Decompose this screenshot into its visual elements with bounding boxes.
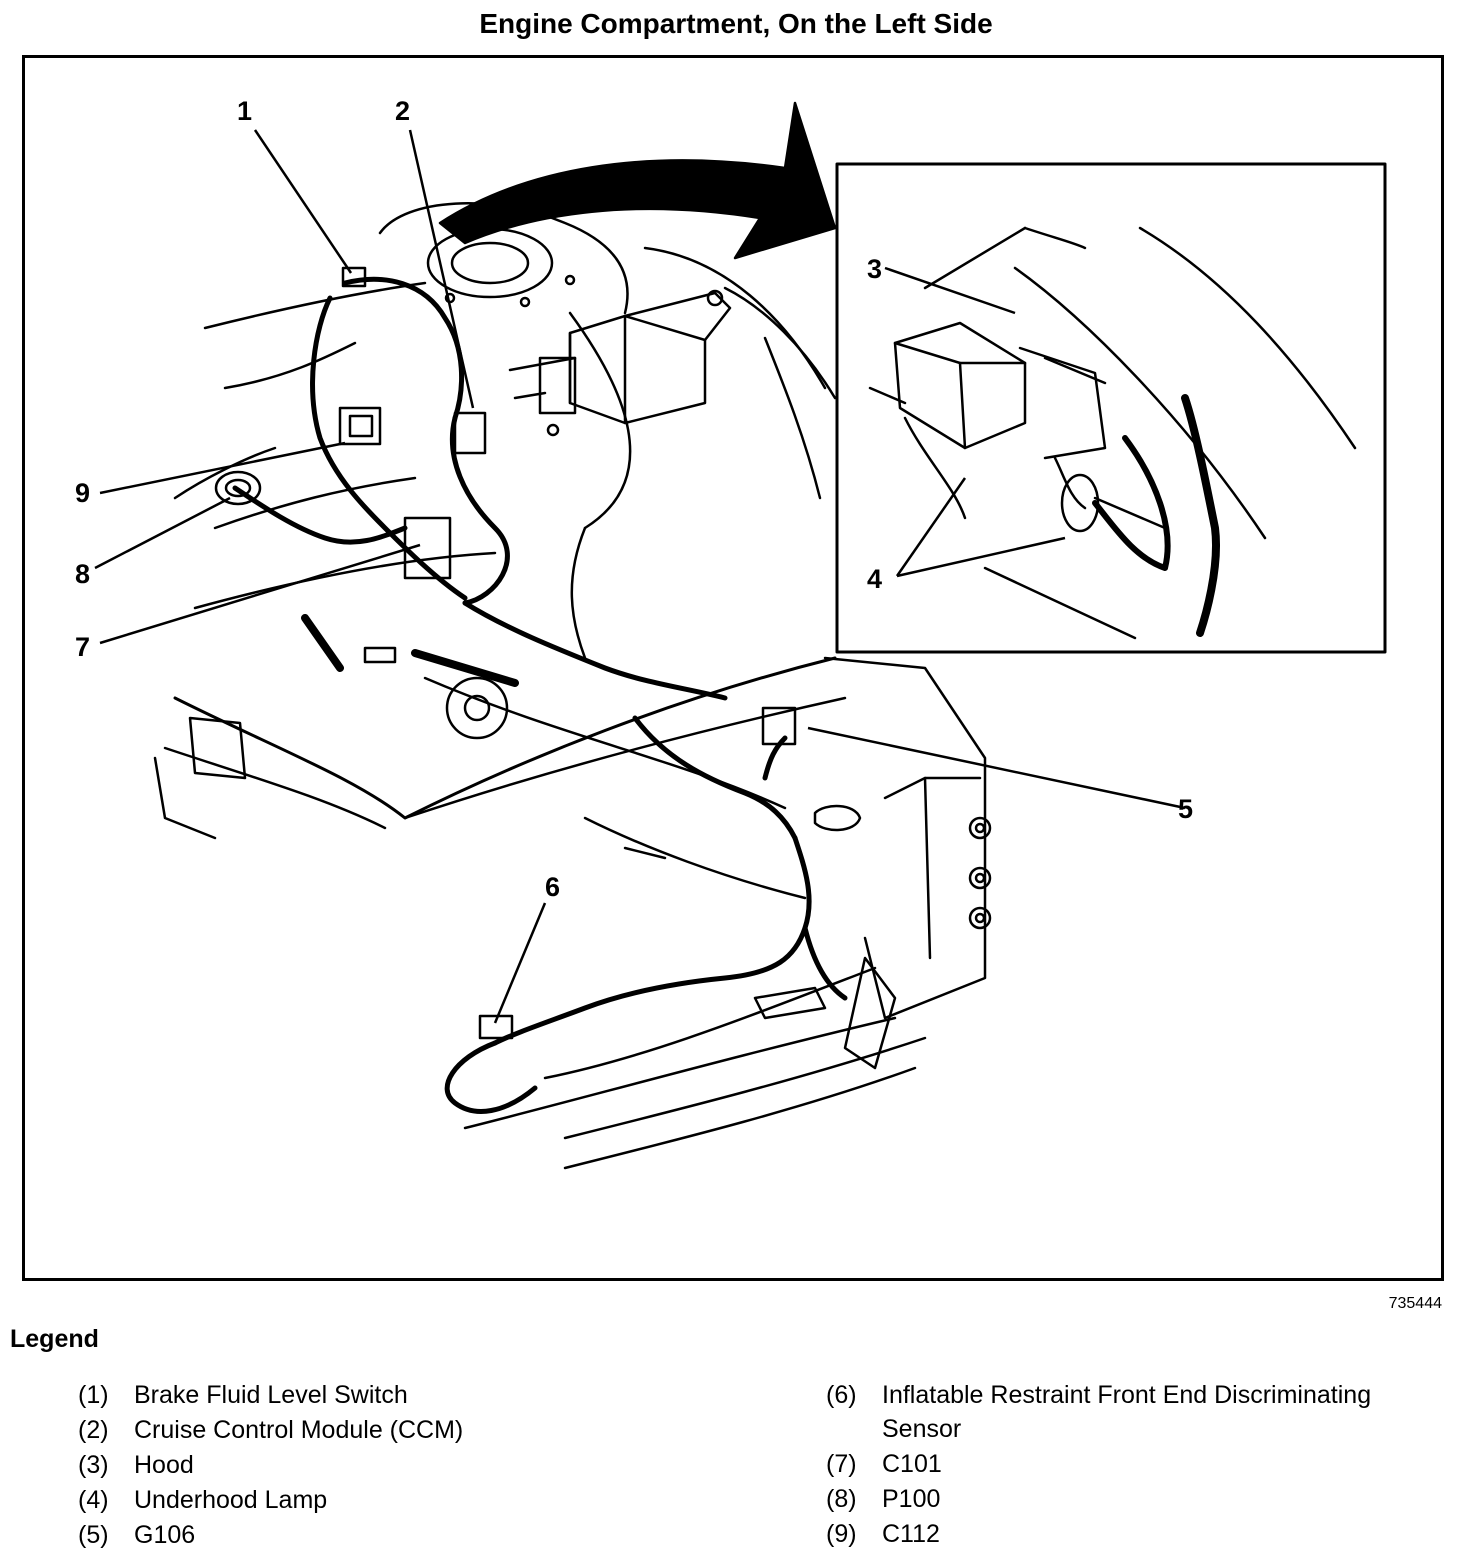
- inset-frame: [835, 162, 1387, 654]
- engine-compartment-illustration: 1 2 3 4 5 6 7 8 9: [22, 55, 1444, 1281]
- callout-9: 9: [75, 478, 90, 508]
- callout-arrow: [438, 101, 837, 260]
- legend-number: (1): [78, 1381, 109, 1409]
- legend-column-left: (1) Brake Fluid Level Switch (2) Cruise Co…: [78, 1378, 638, 1553]
- legend-number: (3): [78, 1451, 109, 1479]
- legend-label: Hood: [134, 1451, 194, 1479]
- legend-column-right: (6) Inflatable Restraint Front End Discri…: [826, 1378, 1446, 1552]
- frame-rail: [173, 656, 837, 820]
- legend-number: (2): [78, 1416, 109, 1444]
- page-title: Engine Compartment, On the Left Side: [479, 8, 993, 39]
- legend-number: (8): [826, 1485, 857, 1513]
- legend-label: Underhood Lamp: [134, 1486, 328, 1514]
- p100-grommet: [214, 470, 262, 506]
- strut-tower: [378, 202, 629, 315]
- legend-label: P100: [882, 1485, 941, 1513]
- brake-fluid-switch-connector: [341, 266, 367, 288]
- legend-item: (4) Underhood Lamp: [78, 1483, 638, 1517]
- callout-7: 7: [75, 632, 90, 662]
- legend-item: (9) C112: [826, 1517, 1446, 1551]
- connector-c112: [338, 406, 382, 446]
- line-drawing: 1 2 3 4 5 6 7 8 9: [75, 96, 1387, 1170]
- legend-label: G106: [134, 1521, 196, 1549]
- callout-6: 6: [545, 872, 560, 902]
- connector-c101: [403, 516, 452, 580]
- callout-4: 4: [867, 564, 882, 594]
- legend-label: C112: [882, 1520, 940, 1548]
- callout-3: 3: [867, 254, 882, 284]
- front-end-sensor: [478, 1014, 514, 1040]
- g106-ground: [761, 706, 797, 746]
- figure-id: 735444: [1388, 1295, 1442, 1312]
- legend-number: (6): [826, 1381, 857, 1409]
- legend-item: (2) Cruise Control Module (CCM): [78, 1413, 638, 1447]
- legend-item: (5) G106: [78, 1518, 638, 1552]
- legend-heading: Legend: [10, 1325, 99, 1353]
- legend-number: (5): [78, 1521, 109, 1549]
- legend-label: Inflatable Restraint Front End Discrimin…: [882, 1381, 1372, 1443]
- legend-number: (9): [826, 1520, 857, 1548]
- legend-label: Cruise Control Module (CCM): [134, 1416, 464, 1444]
- callout-5: 5: [1178, 794, 1193, 824]
- callout-2: 2: [395, 96, 410, 126]
- legend-label: Brake Fluid Level Switch: [134, 1381, 408, 1409]
- legend-item: (8) P100: [826, 1482, 1446, 1516]
- callout-8: 8: [75, 559, 90, 589]
- legend-label: C101: [882, 1450, 942, 1478]
- legend-item: (3) Hood: [78, 1448, 638, 1482]
- ccm-connector: [453, 411, 487, 455]
- legend-item: (6) Inflatable Restraint Front End Discri…: [826, 1378, 1446, 1446]
- underhood-lamp: [893, 321, 1220, 637]
- legend-item: (1) Brake Fluid Level Switch: [78, 1378, 638, 1412]
- legend-item: (7) C101: [826, 1447, 1446, 1481]
- callout-1: 1: [237, 96, 252, 126]
- wiring-harness: [232, 276, 848, 1114]
- legend-number: (7): [826, 1450, 857, 1478]
- ccm-module: [508, 289, 732, 437]
- legend-number: (4): [78, 1486, 109, 1514]
